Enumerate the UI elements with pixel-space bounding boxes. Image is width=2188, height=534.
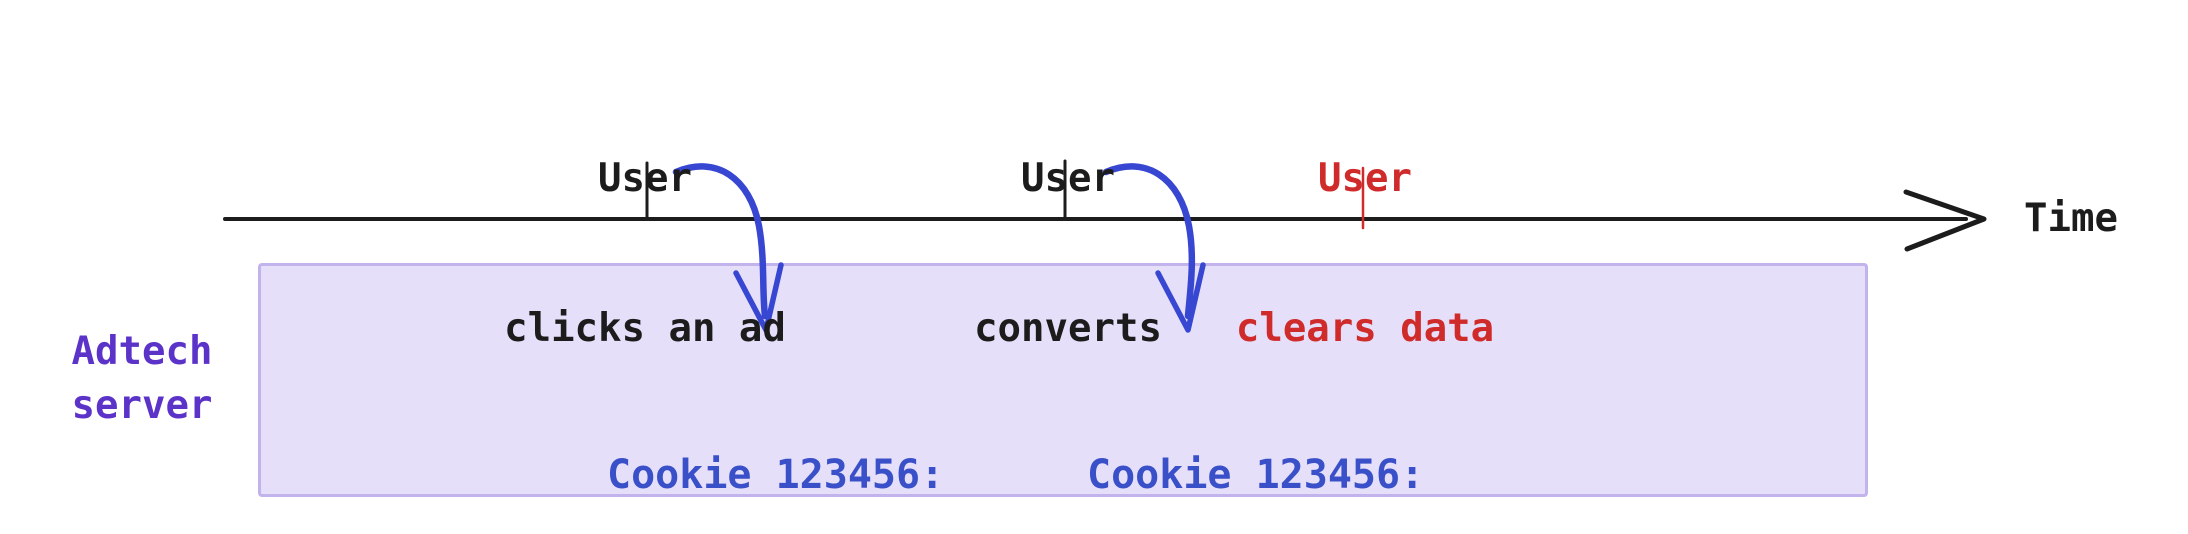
event-label-line: clicks an ad	[504, 306, 786, 351]
event-label-line: User	[1318, 156, 1412, 201]
server-label-line: Adtech	[71, 329, 213, 374]
time-axis-arrowhead-icon	[1903, 189, 1987, 252]
arrow-convert-arrowhead-icon	[1155, 262, 1206, 333]
cookie-record-converted: Cookie 123456: Converted	[1087, 345, 1424, 534]
adtech-server-label: Adtech server	[38, 325, 246, 433]
event-label-user-converts: User converts	[858, 54, 1278, 454]
event-label-line: clears data	[1235, 306, 1495, 351]
event-label-line: User	[1021, 156, 1115, 201]
server-label-line: server	[71, 383, 213, 428]
event-label-user-clears-data: User clears data	[1155, 54, 1575, 454]
event-label-line: User	[598, 156, 692, 201]
event-label-user-clicks-ad: User clicks an ad	[435, 54, 855, 454]
arrow-click-arrowhead-icon	[733, 262, 784, 333]
arrow-convert-to-cookie	[1102, 163, 1196, 320]
arrow-click-to-cookie	[672, 163, 769, 320]
cookie-record-line: Cookie 123456:	[1087, 452, 1425, 498]
time-axis-label: Time	[2024, 196, 2118, 241]
cookie-record-line: Cookie 123456:	[607, 452, 945, 498]
adtech-server-box	[258, 263, 1868, 497]
cookie-record-ad-clicked: Cookie 123456: Ad clicked	[607, 345, 944, 534]
event-label-line: converts	[974, 306, 1162, 351]
